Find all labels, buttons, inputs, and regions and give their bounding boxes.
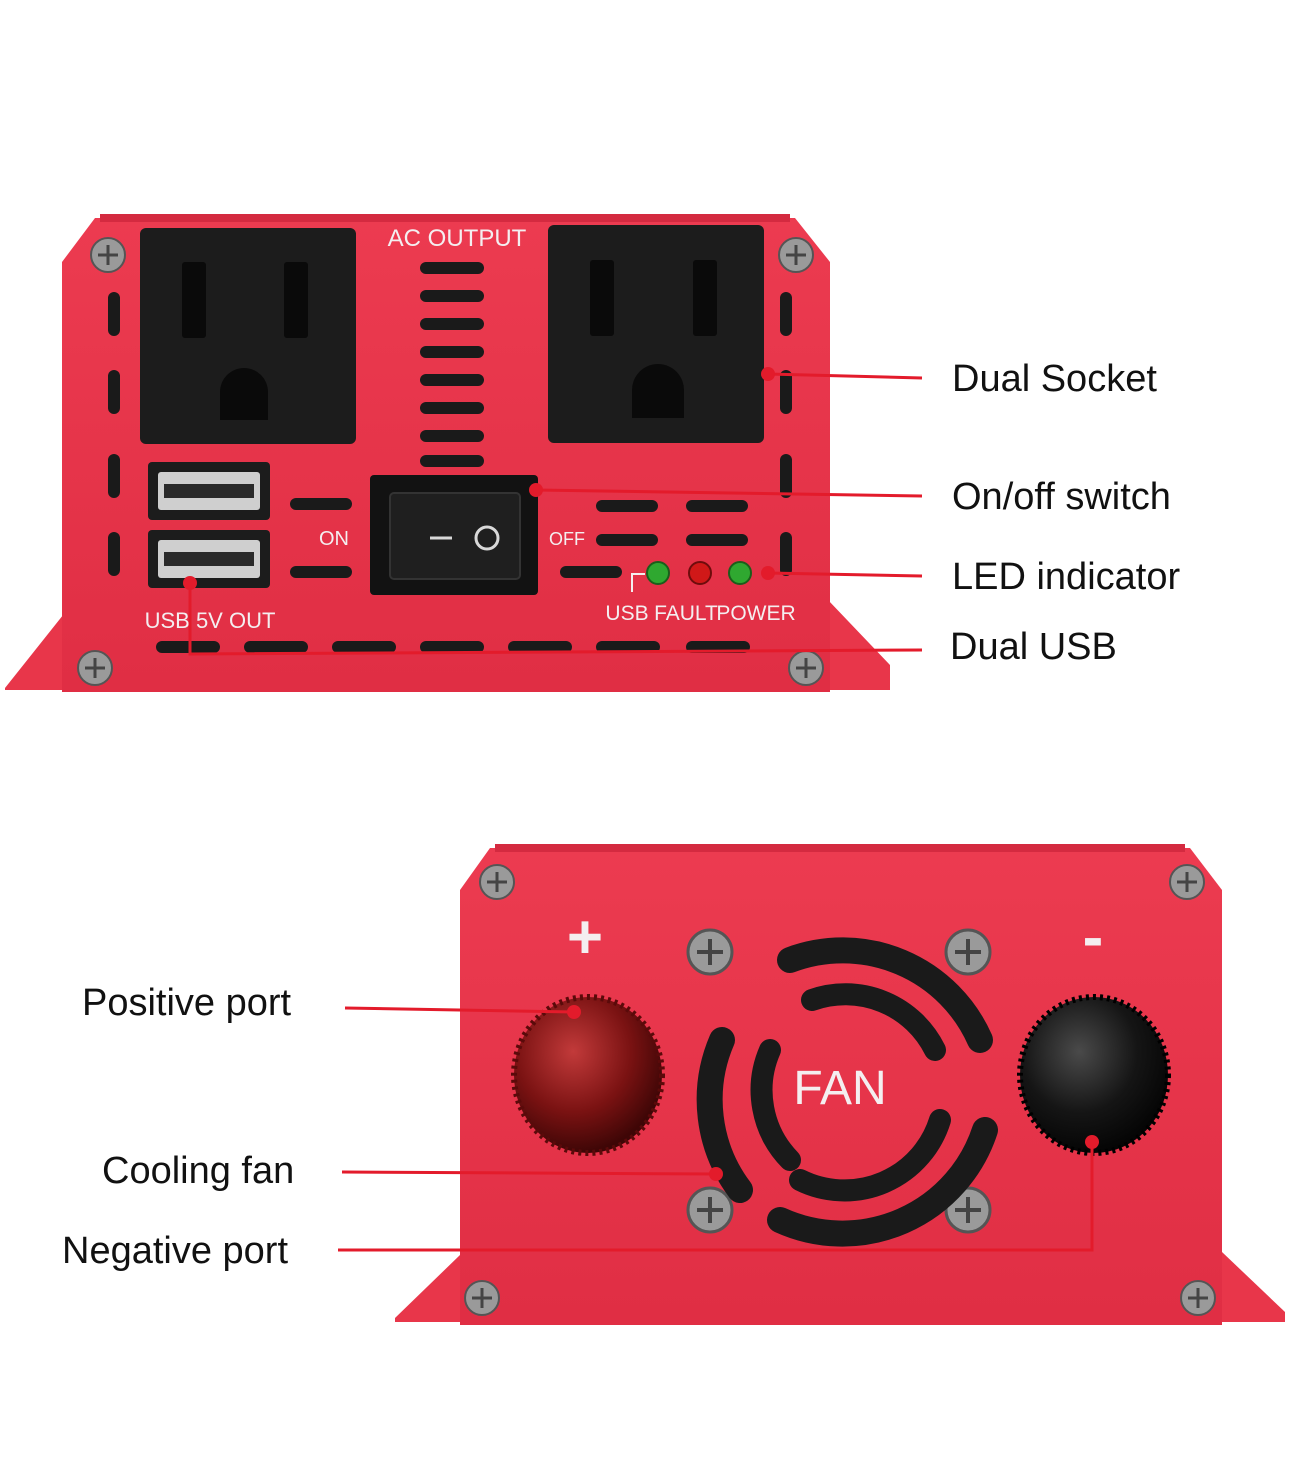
screw-icon <box>479 864 515 900</box>
back-panel: FAN + - <box>395 844 1285 1325</box>
switch-off-label: OFF <box>549 529 585 549</box>
side-vents <box>108 292 792 576</box>
power-led <box>728 561 752 585</box>
callout-negative-port: Negative port <box>62 1230 289 1272</box>
usb-led <box>646 561 670 585</box>
callout-cooling-fan: Cooling fan <box>102 1150 295 1192</box>
back-top-edge <box>495 844 1185 852</box>
front-top-edge <box>100 214 790 222</box>
ac-outlet-left <box>140 228 356 444</box>
front-left-flange <box>5 600 75 690</box>
leader-lines <box>183 367 1099 1252</box>
callout-dual-usb: Dual USB <box>950 626 1117 668</box>
usb-port-bottom <box>148 530 270 588</box>
screw-icon <box>90 237 126 273</box>
negative-symbol: - <box>1083 903 1104 972</box>
back-left-flange <box>395 1255 460 1322</box>
screw-icon <box>778 237 814 273</box>
lower-vents <box>156 498 750 653</box>
screw-icon <box>686 1186 734 1234</box>
switch-on-label: ON <box>319 528 349 550</box>
front-right-flange <box>828 600 890 690</box>
ac-output-label: AC OUTPUT <box>388 225 527 252</box>
fan-label: FAN <box>793 1062 886 1115</box>
fan-grille <box>696 937 998 1247</box>
front-panel: AC OUTPUT <box>5 214 890 692</box>
center-vents <box>420 262 484 467</box>
fault-led <box>688 561 712 585</box>
screw-icon <box>944 928 992 976</box>
callout-dual-socket: Dual Socket <box>952 358 1157 400</box>
led-indicators <box>631 561 752 592</box>
screw-icon <box>1169 864 1205 900</box>
screw-icon <box>1180 1280 1216 1316</box>
positive-terminal <box>511 994 665 1156</box>
callout-led-indicator: LED indicator <box>952 556 1181 598</box>
usb-port-top <box>148 462 270 520</box>
positive-symbol: + <box>567 903 603 972</box>
screw-icon <box>77 650 113 686</box>
led-label-usb: USB <box>605 602 648 625</box>
led-label-power: POWER <box>716 602 795 625</box>
screw-icon <box>686 928 734 976</box>
screw-icon <box>788 650 824 686</box>
usb-5v-out-label: USB 5V OUT <box>145 608 276 633</box>
callout-onoff-switch: On/off switch <box>952 476 1171 518</box>
rocker-switch <box>370 475 538 595</box>
back-housing <box>460 848 1222 1325</box>
callout-positive-port: Positive port <box>82 982 292 1024</box>
ac-outlet-right <box>548 225 764 443</box>
negative-terminal <box>1017 994 1171 1156</box>
back-right-flange <box>1222 1252 1285 1322</box>
screw-icon <box>464 1280 500 1316</box>
led-label-fault: FAULT <box>654 602 718 625</box>
